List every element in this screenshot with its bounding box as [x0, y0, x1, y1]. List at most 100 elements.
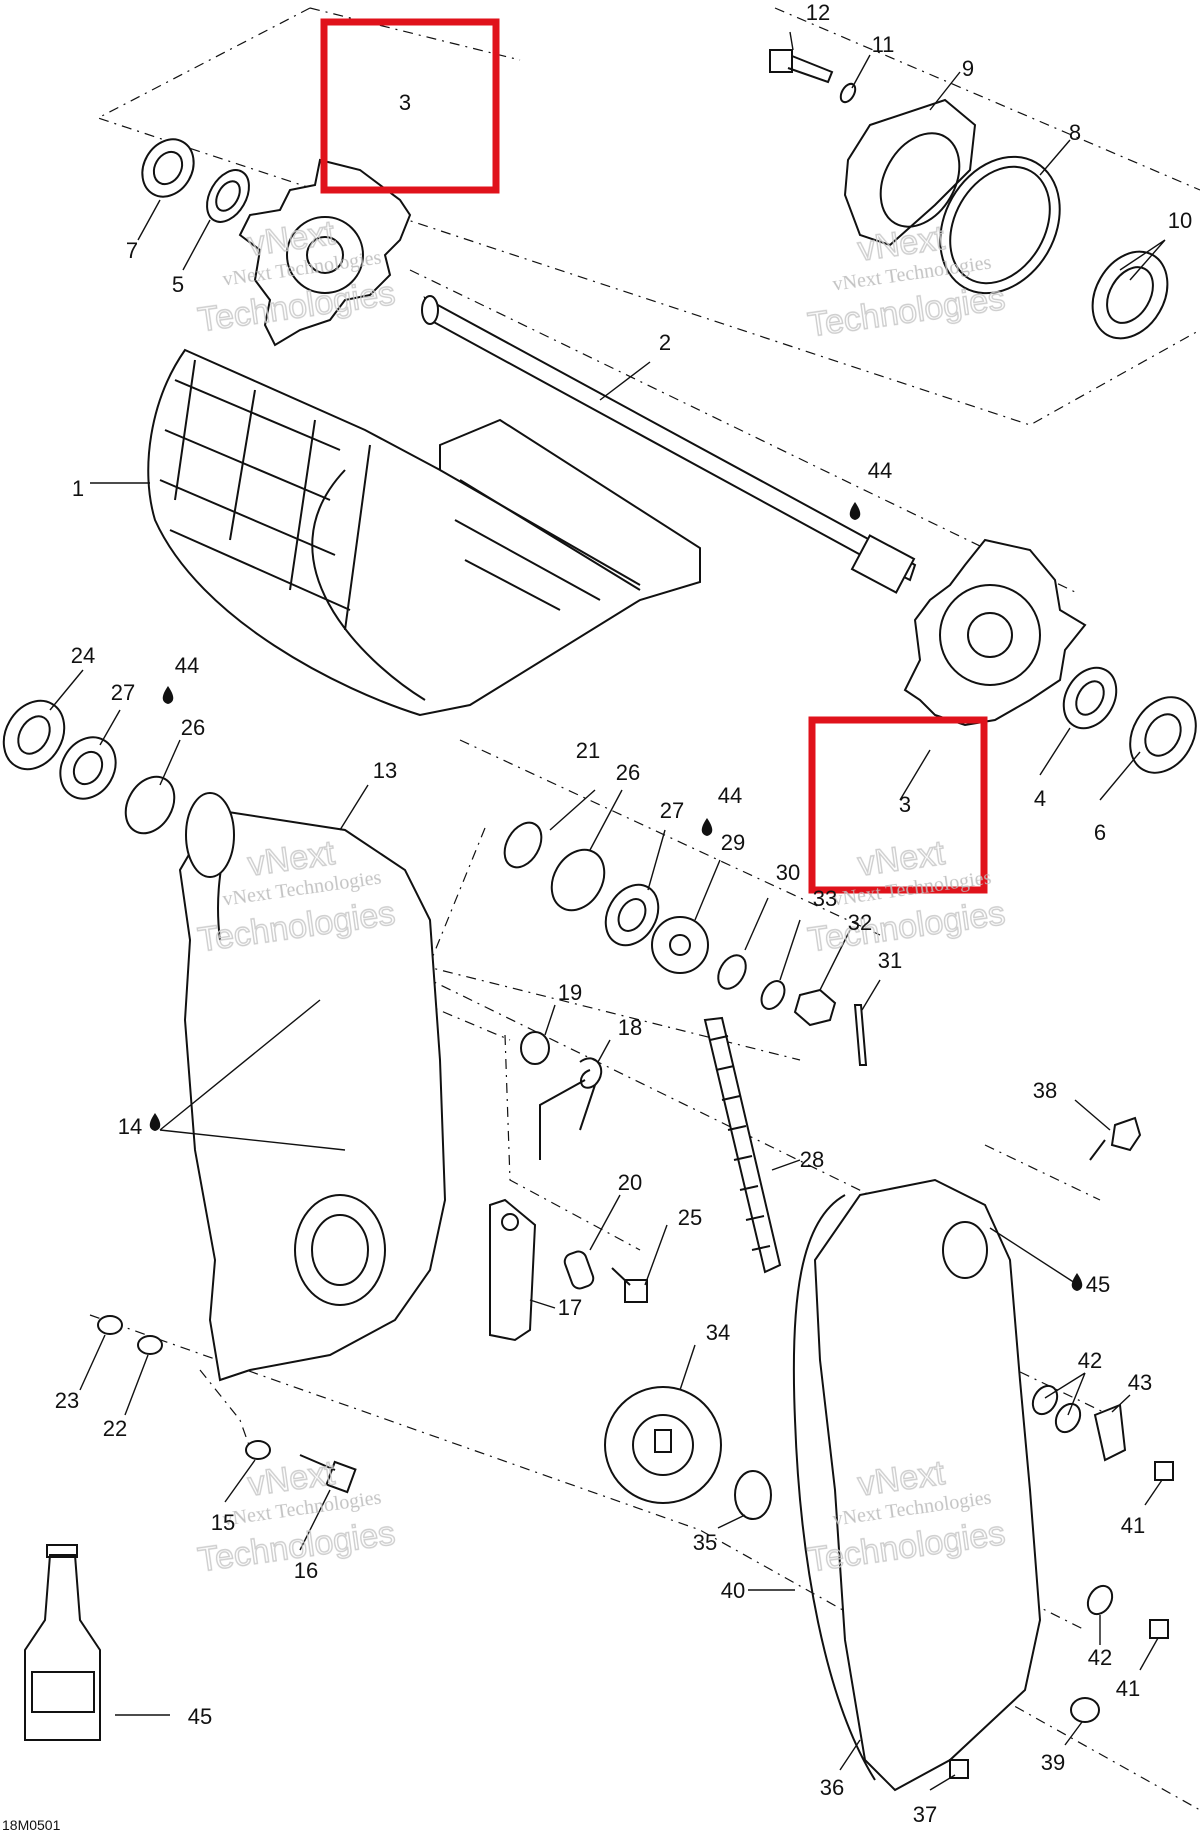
washer-33 [760, 980, 786, 1010]
callout-30: 30 [776, 860, 800, 885]
washer-42-mid [1054, 1402, 1082, 1434]
oil-drop-icon [149, 1113, 161, 1131]
bearing-7 [141, 138, 195, 198]
nut-32 [793, 988, 837, 1027]
oil-drop-icon [849, 502, 861, 520]
callout-42-upper: 42 [1078, 1348, 1102, 1373]
leader-lines [49, 31, 1166, 1791]
highlight-box-part-3-lower [808, 716, 988, 894]
bolt-41-lower [1149, 1619, 1169, 1639]
callout-38: 38 [1033, 1078, 1057, 1103]
callout-6: 6 [1094, 820, 1106, 845]
washer-15 [245, 1440, 271, 1460]
spacer-26-mid [550, 848, 606, 912]
seal-10 [1091, 250, 1169, 340]
bolt-37 [949, 1759, 969, 1779]
gasket-40 [792, 1194, 876, 1781]
oil-drop-icon [701, 818, 713, 836]
spring-18 [539, 1057, 603, 1160]
callout-9: 9 [962, 56, 974, 81]
callout-44-left: 44 [175, 653, 199, 678]
callout-37: 37 [913, 1802, 937, 1827]
bolt-41-upper [1154, 1461, 1174, 1481]
washer-30 [717, 954, 747, 990]
sprocket-29 [651, 916, 709, 974]
washer-11 [839, 82, 857, 104]
callout-44-upper: 44 [868, 458, 892, 483]
plug-39 [1070, 1697, 1100, 1723]
circlip-35 [734, 1470, 772, 1520]
bolt-16 [299, 1454, 357, 1494]
washer-22 [137, 1335, 163, 1355]
bushing-19 [520, 1031, 550, 1065]
callout-28: 28 [800, 1147, 824, 1172]
oil-bottle-45 [24, 1544, 101, 1741]
callout-14: 14 [118, 1114, 142, 1139]
track-belt [147, 348, 701, 717]
callout-41-upper: 41 [1121, 1513, 1145, 1538]
callout-13: 13 [373, 758, 397, 783]
callout-15: 15 [211, 1510, 235, 1535]
callout-45-right: 45 [1086, 1272, 1110, 1297]
callout-11: 11 [872, 32, 895, 57]
callout-4: 4 [1034, 786, 1046, 811]
callout-12: 12 [806, 0, 830, 25]
bearing-ring-8 [939, 155, 1061, 295]
callout-18: 18 [618, 1015, 642, 1040]
sprocket-upper [238, 158, 412, 347]
tensioner-arm-17 [489, 1198, 537, 1342]
sprocket-lower [903, 538, 1087, 727]
callout-24: 24 [71, 643, 95, 668]
bracket-43 [1093, 1403, 1127, 1462]
callout-45-bottle: 45 [188, 1704, 212, 1729]
callout-32: 32 [848, 910, 872, 935]
callout-7: 7 [126, 238, 138, 263]
callout-3-upper: 3 [399, 90, 411, 115]
callout-22: 22 [103, 1416, 127, 1441]
washer-42-upper [1031, 1384, 1059, 1416]
callout-40: 40 [721, 1578, 745, 1603]
chaincase-housing-13 [178, 792, 447, 1382]
highlight-box-part-3-upper [320, 18, 500, 194]
bearing-4 [1062, 666, 1118, 730]
callout-33: 33 [813, 886, 837, 911]
callout-21: 21 [576, 738, 600, 763]
callout-1: 1 [72, 476, 84, 501]
callout-labels: 1 2 3 3 4 5 6 7 8 9 10 11 12 13 14 15 16… [55, 0, 1192, 1827]
callout-34: 34 [706, 1320, 730, 1345]
washer-21 [503, 821, 543, 869]
cotter-pin-31 [853, 1004, 868, 1066]
callout-16: 16 [294, 1558, 318, 1583]
washer-23 [97, 1315, 123, 1335]
callout-26-mid: 26 [616, 760, 640, 785]
callout-2: 2 [659, 330, 671, 355]
callout-17: 17 [558, 1295, 582, 1320]
highlight-boxes [320, 18, 988, 894]
callout-5: 5 [172, 272, 184, 297]
bearing-6 [1129, 696, 1197, 774]
callout-44-mid: 44 [718, 783, 742, 808]
chain-28 [703, 1016, 782, 1274]
callout-39: 39 [1041, 1750, 1065, 1775]
bolt-25 [611, 1267, 648, 1303]
oil-drop-icon [1071, 1273, 1083, 1291]
callout-31: 31 [878, 948, 902, 973]
drive-axle-shaft [421, 295, 917, 594]
bearing-24 [2, 699, 66, 771]
bearing-27-mid [604, 883, 660, 947]
callout-27-left: 27 [111, 680, 135, 705]
callout-43: 43 [1128, 1370, 1152, 1395]
callout-10: 10 [1168, 208, 1192, 233]
callout-36: 36 [820, 1775, 844, 1800]
callout-35: 35 [693, 1530, 717, 1555]
callout-23: 23 [55, 1388, 79, 1413]
washer-5 [206, 169, 250, 223]
flange-9 [843, 98, 977, 247]
callout-42-lower: 42 [1088, 1645, 1112, 1670]
callout-41-lower: 41 [1116, 1676, 1140, 1701]
callout-29: 29 [721, 830, 745, 855]
spacer-26-left [124, 775, 176, 835]
sprocket-34 [604, 1386, 722, 1504]
